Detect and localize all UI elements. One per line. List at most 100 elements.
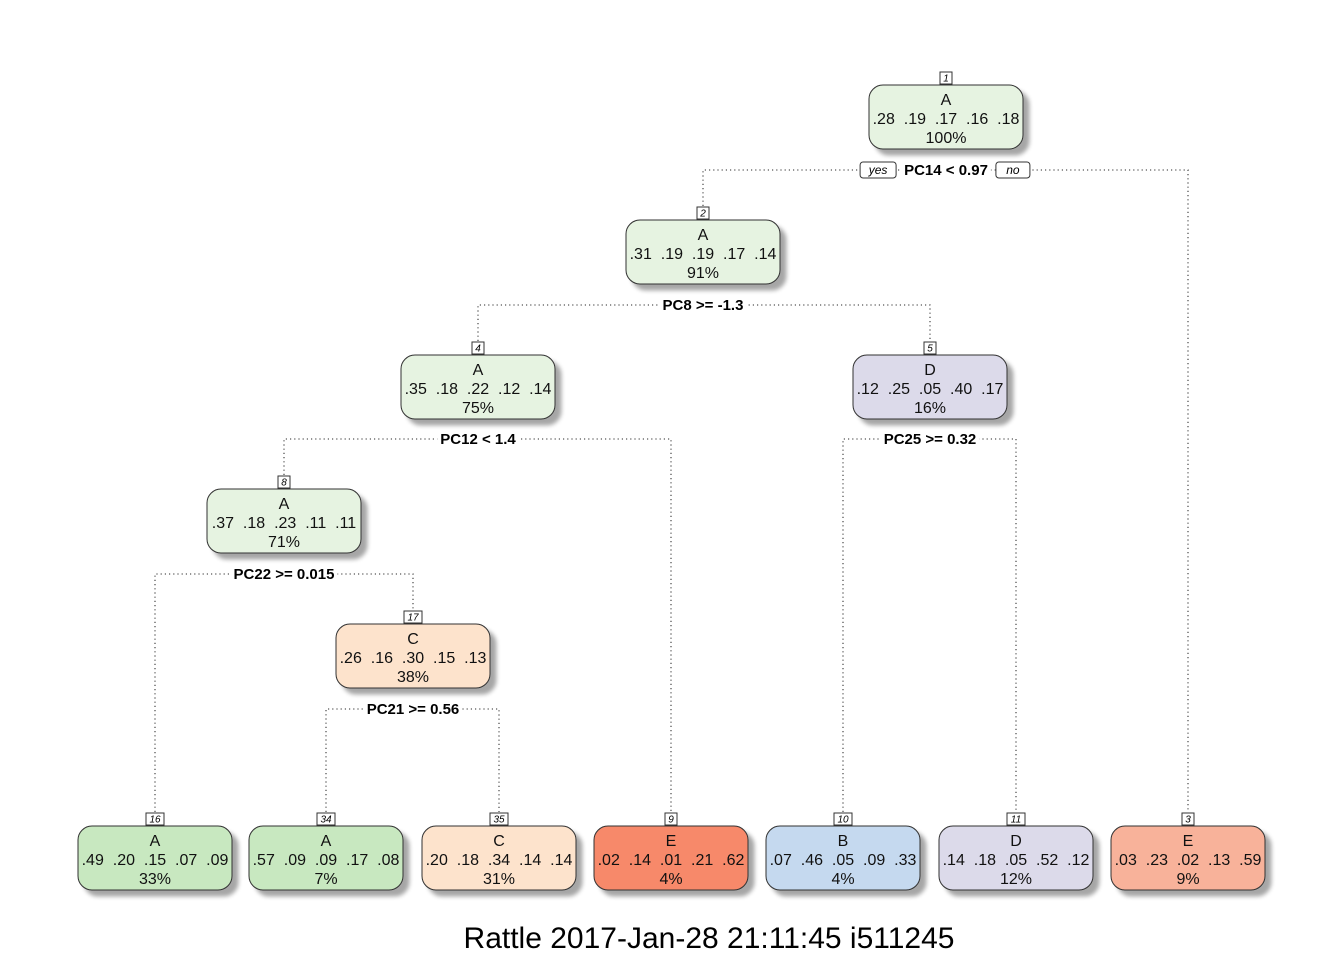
- connector-8: [154, 573, 414, 812]
- node-class-8: A: [279, 496, 290, 513]
- node-box-8: [206, 488, 362, 554]
- node-class-1: A: [941, 92, 952, 109]
- no-tag-box: [995, 161, 1031, 179]
- node-id-box-5: [923, 341, 937, 355]
- split-label-2: PC8 >= -1.3: [663, 297, 744, 314]
- node-id-8: 8: [281, 478, 287, 489]
- tree-node-10: 10B .07 .46 .05 .09 .33 4%: [765, 812, 921, 891]
- node-box-10: [765, 825, 921, 891]
- tree-node-17: 17C .26 .16 .30 .15 .13 38%: [335, 610, 491, 689]
- split-label-1: PC14 < 0.97: [904, 162, 988, 179]
- node-id-10: 10: [837, 815, 849, 826]
- split-label-17: PC21 >= 0.56: [367, 701, 460, 718]
- node-class-16: A: [150, 833, 161, 850]
- node-pct-11: 12%: [1000, 871, 1032, 888]
- node-probs-8: .37 .18 .23 .11 .11: [212, 515, 357, 532]
- node-id-box-2: [696, 206, 710, 220]
- no-tag: no: [1006, 163, 1020, 177]
- split-label-bg-8: [230, 565, 338, 584]
- node-pct-4: 75%: [462, 400, 494, 417]
- node-class-9: E: [666, 833, 677, 850]
- split-label-bg-5: [880, 430, 980, 449]
- tree-node-3: 3E .03 .23 .02 .13 .59 9%: [1110, 812, 1266, 891]
- node-id-box-17: [403, 610, 423, 624]
- node-id-box-16: [145, 812, 165, 826]
- node-probs-17: .26 .16 .30 .15 .13: [340, 650, 487, 667]
- node-id-box-11: [1006, 812, 1026, 826]
- node-id-box-10: [833, 812, 853, 826]
- node-pct-16: 33%: [139, 871, 171, 888]
- node-probs-4: .35 .18 .22 .12 .14: [405, 381, 552, 398]
- split-label-bg-17: [363, 700, 463, 719]
- node-class-10: B: [838, 833, 849, 850]
- tree-node-9: 9E .02 .14 .01 .21 .62 4%: [593, 812, 749, 891]
- tree-node-34: 34A.57 .09 .09 .17 .087%: [248, 812, 404, 891]
- node-class-3: E: [1183, 833, 1194, 850]
- node-box-3: [1110, 825, 1266, 891]
- node-id-35: 35: [493, 815, 505, 826]
- node-box-35: [421, 825, 577, 891]
- node-class-34: A: [321, 833, 332, 850]
- node-id-box-35: [489, 812, 509, 826]
- node-box-4: [400, 354, 556, 420]
- node-id-box-1: [939, 71, 953, 85]
- split-label-5: PC25 >= 0.32: [884, 431, 977, 448]
- node-pct-35: 31%: [483, 871, 515, 888]
- node-probs-35: .20 .18 .34 .14 .14: [426, 852, 573, 869]
- node-pct-5: 16%: [914, 400, 946, 417]
- node-class-35: C: [493, 833, 505, 850]
- node-pct-17: 38%: [397, 669, 429, 686]
- node-class-11: D: [1010, 833, 1022, 850]
- node-pct-9: 4%: [659, 871, 682, 888]
- node-probs-5: .12 .25 .05 .40 .17: [857, 381, 1004, 398]
- split-label-bg-2: [659, 296, 747, 315]
- connector-17: [325, 708, 500, 812]
- node-id-3: 3: [1185, 815, 1191, 826]
- node-pct-3: 9%: [1176, 871, 1199, 888]
- node-probs-2: .31 .19 .19 .17 .14: [630, 246, 777, 263]
- node-probs-3: .03 .23 .02 .13 .59: [1115, 852, 1262, 869]
- connector-5: [842, 438, 1017, 812]
- node-class-17: C: [407, 631, 419, 648]
- node-pct-8: 71%: [268, 534, 300, 551]
- node-id-16: 16: [149, 815, 161, 826]
- node-pct-34: 7%: [314, 871, 337, 888]
- node-id-box-4: [471, 341, 485, 355]
- yes-tag: yes: [868, 163, 888, 177]
- node-pct-1: 100%: [926, 130, 967, 147]
- node-id-34: 34: [320, 815, 332, 826]
- node-id-box-34: [316, 812, 336, 826]
- node-box-1: [868, 84, 1024, 150]
- split-label-bg-1: [901, 161, 991, 180]
- node-probs-10: .07 .46 .05 .09 .33: [770, 852, 917, 869]
- node-class-2: A: [698, 227, 709, 244]
- connector-2: [477, 304, 931, 341]
- node-box-16: [77, 825, 233, 891]
- node-id-box-9: [664, 812, 678, 826]
- node-id-box-3: [1181, 812, 1195, 826]
- node-id-9: 9: [668, 815, 674, 826]
- node-id-17: 17: [407, 613, 419, 624]
- node-class-5: D: [924, 362, 936, 379]
- node-box-17: [335, 623, 491, 689]
- node-pct-10: 4%: [831, 871, 854, 888]
- node-id-11: 11: [1011, 815, 1021, 826]
- node-box-34: [248, 825, 404, 891]
- footer-caption: Rattle 2017-Jan-28 21:11:45 i511245: [464, 922, 955, 955]
- node-probs-9: .02 .14 .01 .21 .62: [598, 852, 745, 869]
- split-label-bg-4: [437, 430, 520, 449]
- node-probs-1: .28 .19 .17 .16 .18: [873, 111, 1020, 128]
- node-box-9: [593, 825, 749, 891]
- node-box-5: [852, 354, 1008, 420]
- tree-node-35: 35C .20 .18 .34 .14 .14 31%: [421, 812, 577, 891]
- yes-tag-box: [859, 161, 897, 179]
- node-box-11: [938, 825, 1094, 891]
